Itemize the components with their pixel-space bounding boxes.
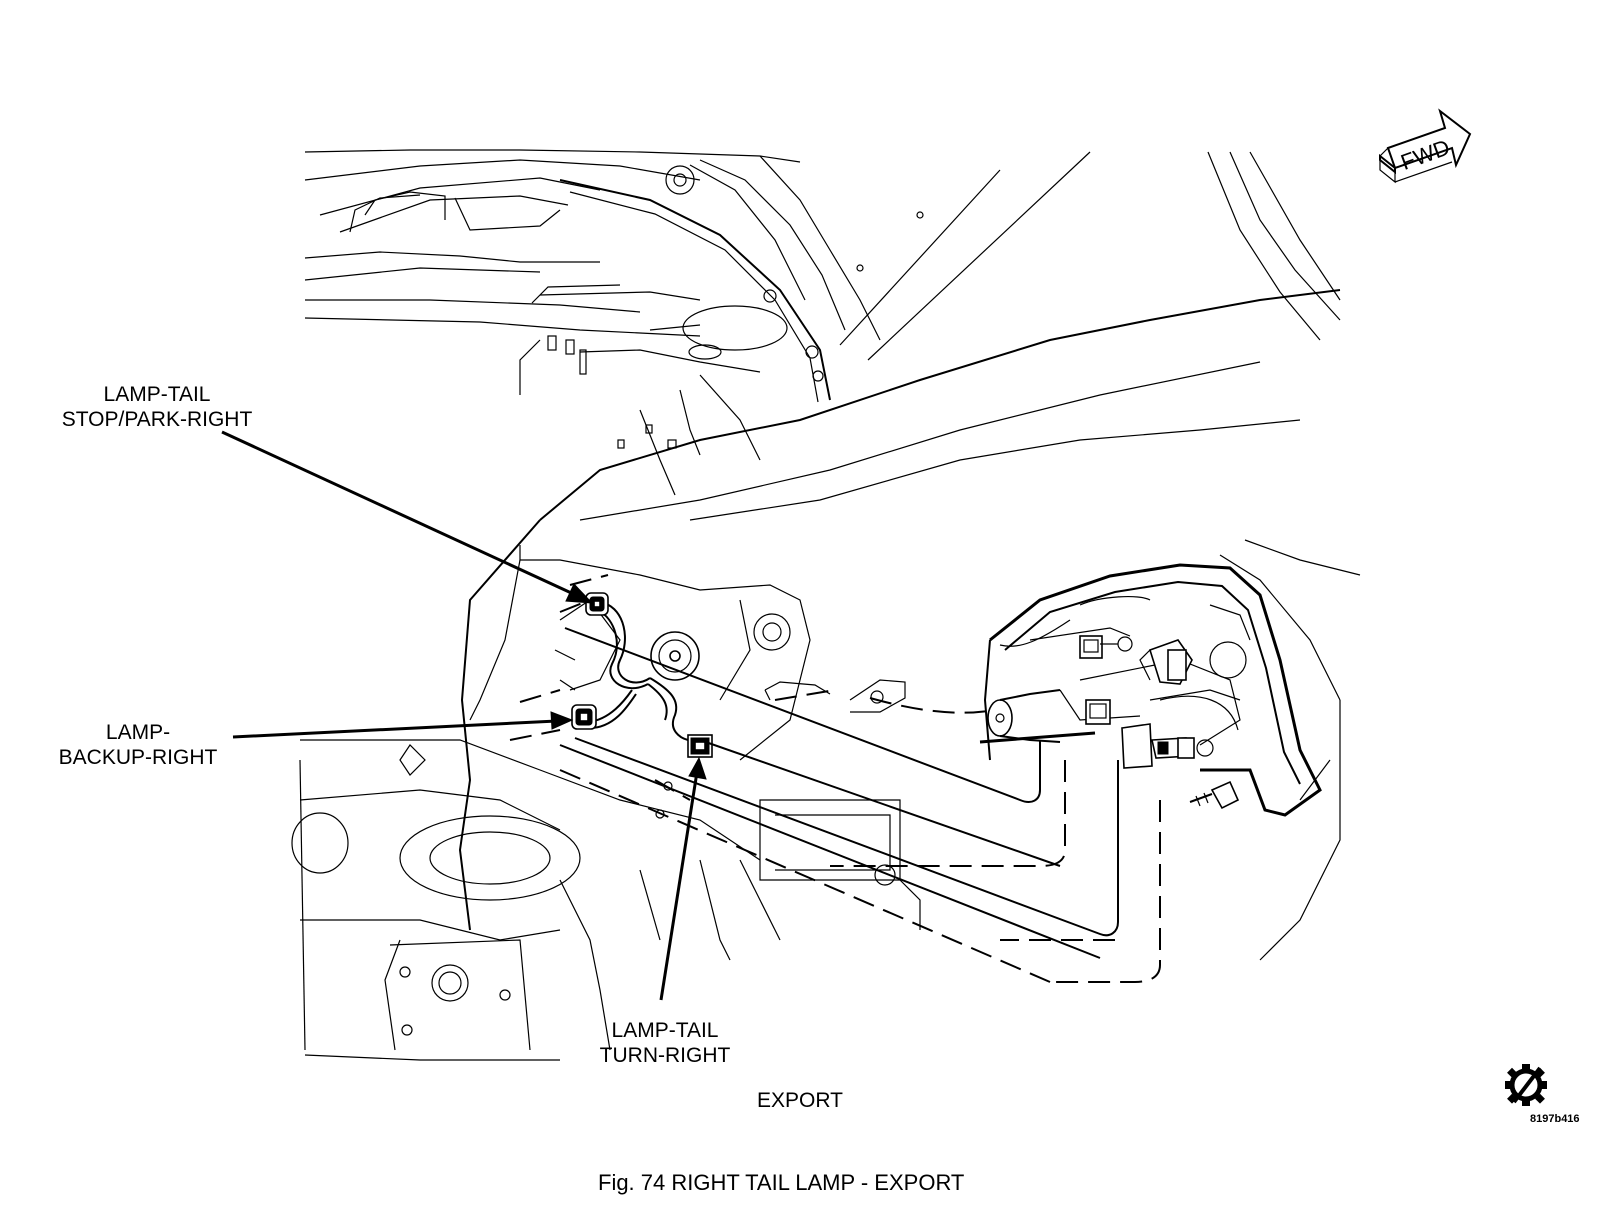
figure-code: 8197b416 [1530, 1113, 1580, 1125]
fwd-arrow-icon: FWD [1379, 108, 1472, 184]
leader-arrows [221, 430, 707, 1001]
guide-lines [559, 627, 1119, 983]
socket-backup [571, 704, 597, 730]
alignment-lines [509, 574, 1161, 983]
callout-turn-line1: LAMP-TAIL [611, 1019, 719, 1042]
fwd-label: FWD [1397, 134, 1453, 175]
callout-turn: LAMP-TAIL TURN-RIGHT [590, 1018, 740, 1068]
vehicle-body-lines [291, 149, 1361, 1061]
figure-caption: Fig. 74 RIGHT TAIL LAMP - EXPORT [598, 1170, 965, 1195]
callout-backup: LAMP- BACKUP-RIGHT [48, 720, 228, 770]
callout-stop-park-line2: STOP/PARK-RIGHT [61, 408, 253, 431]
callout-stop-park: LAMP-TAIL STOP/PARK-RIGHT [48, 382, 266, 432]
socket-turn [687, 734, 713, 758]
gear-service-icon [1505, 1064, 1547, 1106]
callout-turn-line2: TURN-RIGHT [599, 1044, 731, 1067]
tail-lamp-assembly [983, 563, 1322, 817]
wire-harness [587, 602, 700, 741]
mounting-nut [764, 679, 906, 713]
callout-stop-park-line1: LAMP-TAIL [103, 383, 211, 406]
socket-stop-park [585, 592, 609, 616]
callout-backup-line2: BACKUP-RIGHT [58, 746, 218, 769]
callout-backup-line1: LAMP- [105, 721, 171, 744]
variant-label: EXPORT [757, 1089, 843, 1112]
